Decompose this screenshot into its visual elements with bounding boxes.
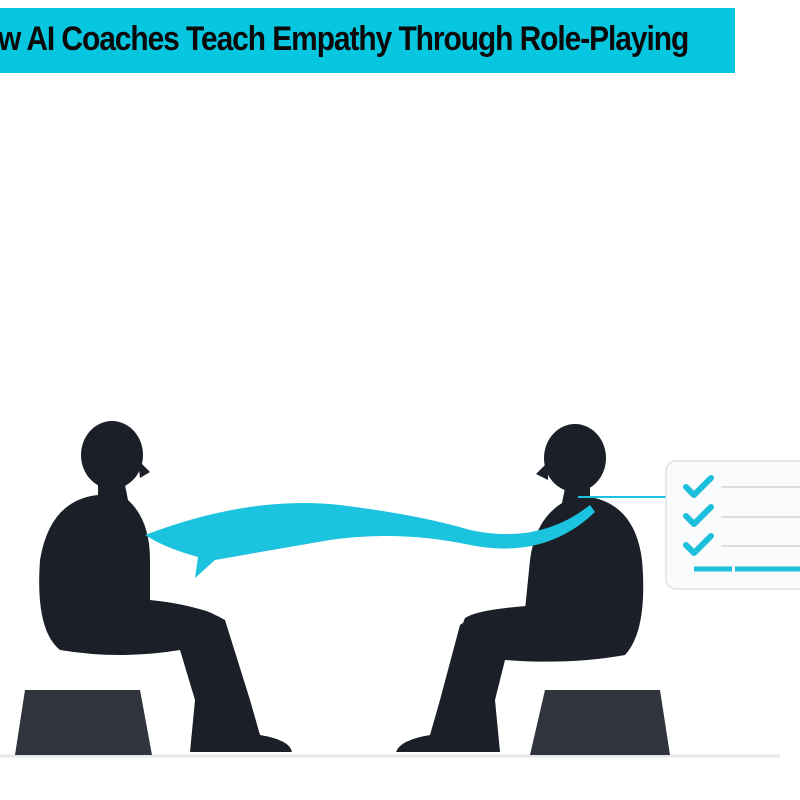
- speech-ribbon: [145, 503, 595, 578]
- checklist-card: [665, 460, 800, 590]
- checkmark-icon: [683, 475, 714, 498]
- left-stool: [15, 690, 152, 755]
- checkmark-icon: [683, 533, 714, 556]
- page-title: w AI Coaches Teach Empathy Through Role-…: [0, 20, 689, 58]
- right-person: [396, 424, 644, 752]
- title-banner: w AI Coaches Teach Empathy Through Role-…: [0, 8, 735, 73]
- checkmark-icon: [683, 504, 714, 527]
- right-stool: [530, 690, 670, 755]
- left-person: [39, 421, 292, 752]
